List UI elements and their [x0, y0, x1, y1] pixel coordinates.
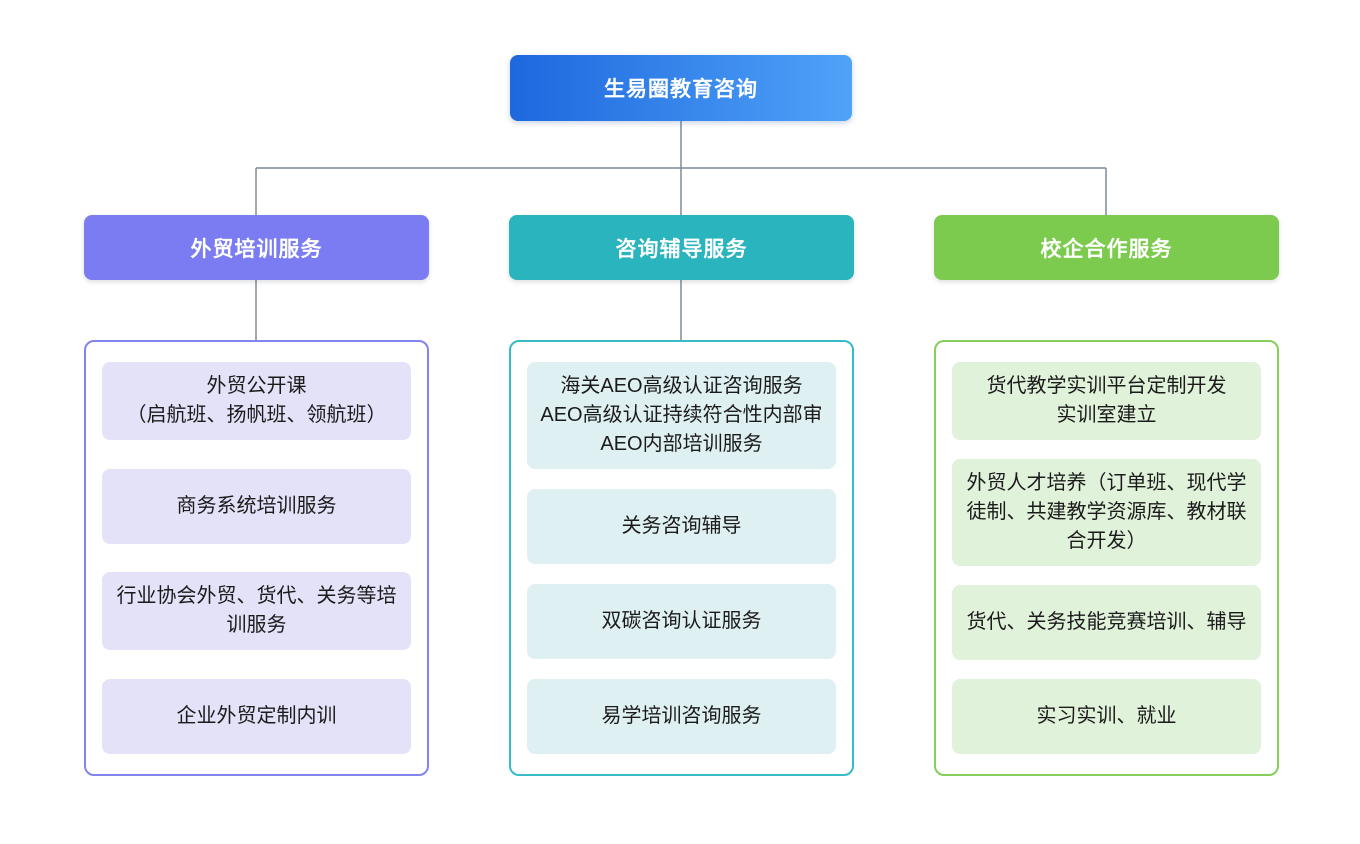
branch-item: 企业外贸定制内训 — [102, 678, 411, 754]
branch-item-label: 行业协会外贸、货代、关务等培训服务 — [116, 585, 397, 637]
branch-item: 实习实训、就业 — [952, 679, 1261, 754]
branch-item-group: 海关AEO高级认证咨询服务 AEO高级认证持续符合性内部审 AEO内部培训服务 … — [509, 340, 854, 776]
branch-item: 货代、关务技能竞赛培训、辅导 — [952, 585, 1261, 660]
branch-header-label: 咨询辅导服务 — [615, 237, 748, 261]
branch-item: 海关AEO高级认证咨询服务 AEO高级认证持续符合性内部审 AEO内部培训服务 — [527, 362, 836, 469]
branch-school-enterprise-cooperation: 校企合作服务 货代教学实训平台定制开发 实训室建立 外贸人才培养（订单班、现代学… — [934, 215, 1279, 776]
branch-item-label: 易学培训咨询服务 — [601, 705, 762, 727]
branch-item-label: 海关AEO高级认证咨询服务 AEO高级认证持续符合性内部审 AEO内部培训服务 — [540, 375, 823, 455]
branch-item-label: 外贸人才培养（订单班、现代学徒制、共建教学资源库、教材联合开发） — [966, 472, 1247, 552]
branch-header: 外贸培训服务 — [84, 215, 429, 280]
branch-item: 关务咨询辅导 — [527, 489, 836, 564]
branch-header-label: 校企合作服务 — [1040, 237, 1173, 261]
branch-item: 行业协会外贸、货代、关务等培训服务 — [102, 572, 411, 651]
branch-header-label: 外贸培训服务 — [190, 237, 323, 261]
root-node: 生易圈教育咨询 — [510, 55, 852, 121]
branch-item-label: 外贸公开课 （启航班、扬帆班、领航班） — [126, 375, 387, 426]
branch-item-label: 货代教学实训平台定制开发 实训室建立 — [986, 375, 1227, 426]
branch-item-label: 商务系统培训服务 — [176, 494, 337, 517]
branch-item-label: 实习实训、就业 — [1036, 705, 1177, 727]
branch-header: 校企合作服务 — [934, 215, 1279, 280]
branch-item-label: 货代、关务技能竞赛培训、辅导 — [966, 611, 1247, 633]
branch-header: 咨询辅导服务 — [509, 215, 854, 280]
branch-item: 双碳咨询认证服务 — [527, 584, 836, 659]
branch-item-label: 双碳咨询认证服务 — [601, 610, 762, 632]
root-node-label: 生易圈教育咨询 — [604, 78, 758, 101]
branch-item-label: 关务咨询辅导 — [621, 515, 742, 537]
branch-item: 外贸公开课 （启航班、扬帆班、领航班） — [102, 362, 411, 440]
branch-item: 外贸人才培养（订单班、现代学徒制、共建教学资源库、教材联合开发） — [952, 459, 1261, 566]
branch-item-group: 外贸公开课 （启航班、扬帆班、领航班） 商务系统培训服务 行业协会外贸、货代、关… — [84, 340, 429, 776]
branch-item: 易学培训咨询服务 — [527, 679, 836, 754]
branch-item: 商务系统培训服务 — [102, 468, 411, 544]
branch-item-group: 货代教学实训平台定制开发 实训室建立 外贸人才培养（订单班、现代学徒制、共建教学… — [934, 340, 1279, 776]
branch-item: 货代教学实训平台定制开发 实训室建立 — [952, 362, 1261, 440]
branch-item-label: 企业外贸定制内训 — [176, 704, 337, 727]
branch-foreign-trade-training: 外贸培训服务 外贸公开课 （启航班、扬帆班、领航班） 商务系统培训服务 行业协会… — [84, 215, 429, 776]
branch-consulting-coaching: 咨询辅导服务 海关AEO高级认证咨询服务 AEO高级认证持续符合性内部审 AEO… — [509, 215, 854, 776]
